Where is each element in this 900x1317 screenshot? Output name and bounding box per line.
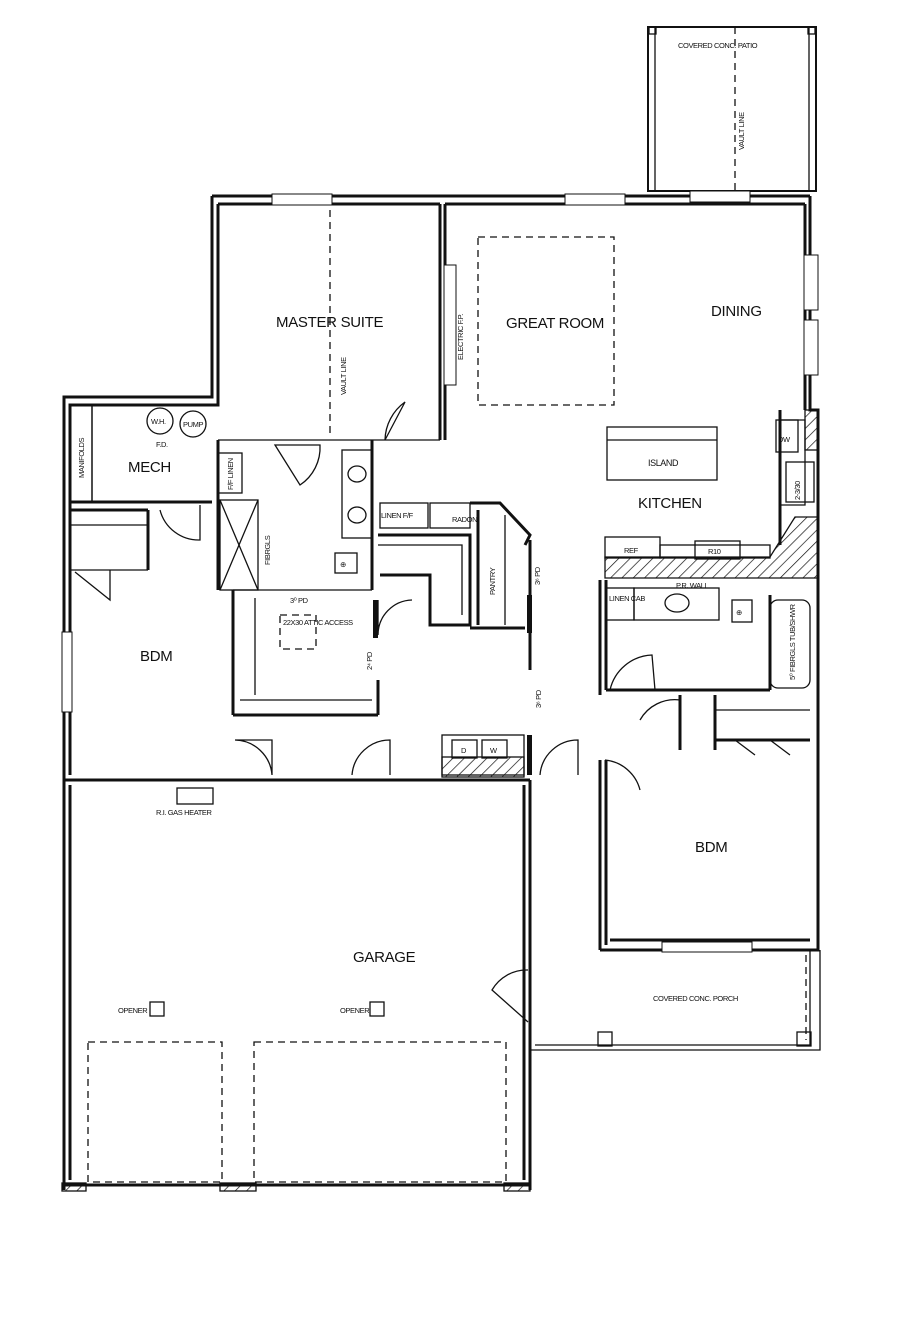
manifolds-label: MANIFOLDS	[77, 437, 86, 478]
dining-label: DINING	[711, 303, 762, 320]
master-vault-label: VAULT LINE	[339, 357, 348, 395]
tub-label: 5⁰ FIBRGLS TUB/SHWR	[788, 603, 797, 680]
wh-label: W.H.	[151, 417, 166, 426]
kitchen: ISLAND KITCHEN DW 2-3/30 REF R10 P.R. WA…	[604, 409, 819, 590]
master-suite: MASTER SUITE VAULT LINE ELECTRIC F.P.	[218, 204, 465, 486]
radon-label: RADON	[452, 515, 477, 524]
w-box-label: W	[490, 746, 498, 755]
svg-text:⊕: ⊕	[736, 608, 742, 617]
dw2-label: 2-3/30	[793, 481, 802, 500]
garage: R.I. GAS HEATER GARAGE OPENER OPENER	[61, 780, 532, 1192]
pd-24-label: 2⁴ PD	[365, 651, 374, 670]
great-room: GREAT ROOM DINING	[477, 236, 762, 406]
pump-label: PUMP	[183, 420, 203, 429]
bdm-right-label: BDM	[695, 839, 727, 856]
ff-linen-left-label: F/F LINEN	[226, 458, 235, 490]
dw-label: DW	[778, 435, 791, 444]
r10-label: R10	[708, 547, 721, 556]
ref-label: REF	[624, 546, 639, 555]
patio-vault-label: VAULT LINE	[737, 112, 746, 150]
electric-fp-label: ELECTRIC F.P.	[456, 314, 465, 360]
pd-36-upper-label: 3⁶ PD	[533, 566, 542, 585]
bedroom-left: BDM	[70, 508, 391, 776]
mech-room: MANIFOLDS W.H. PUMP F.D. MECH	[69, 404, 212, 541]
exterior-walls	[61, 190, 820, 953]
pantry-area: LINEN F/F RADON PANTRY 3⁶ PD	[378, 501, 542, 670]
hall-bath: LINEN CAB ⊕ 5⁰ FIBRGLS TUB/SHWR	[598, 580, 811, 695]
attic-access-label: 22X30 ATTIC ACCESS	[283, 618, 353, 627]
center-bath: F/F LINEN FIBRGLS ⊕ 22X30 ATTIC ACCESS 3…	[216, 440, 413, 717]
pd-36-lower-label: 3⁶ PD	[534, 689, 543, 708]
kitchen-label: KITCHEN	[638, 495, 702, 512]
laundry: D W 3⁶ PD	[441, 689, 579, 778]
fibrgls-left-label: FIBRGLS	[263, 535, 272, 565]
pr-wall-label: P.R. WALL	[676, 581, 708, 590]
linen-cab-label: LINEN CAB	[609, 594, 645, 603]
covered-patio: COVERED CONC. PATIO VAULT LINE	[647, 26, 817, 192]
porch-label: COVERED CONC. PORCH	[653, 994, 738, 1003]
master-suite-label: MASTER SUITE	[276, 314, 384, 331]
bdm-left-label: BDM	[140, 648, 172, 665]
mech-label: MECH	[128, 459, 171, 476]
bedroom-right: BDM	[604, 695, 810, 856]
pd-30-label: 3⁰ PD	[290, 596, 309, 605]
opener-2-label: OPENER	[340, 1006, 370, 1015]
garage-label: GARAGE	[353, 949, 416, 966]
island-label: ISLAND	[648, 458, 679, 468]
linen-ff-label: LINEN F/F	[381, 511, 414, 520]
pantry-label: PANTRY	[488, 567, 497, 595]
patio-label: COVERED CONC. PATIO	[678, 41, 758, 50]
fd-label: F.D.	[156, 440, 168, 449]
great-room-label: GREAT ROOM	[506, 315, 604, 332]
opener-1-label: OPENER	[118, 1006, 148, 1015]
d-box-label: D	[461, 746, 467, 755]
covered-porch: COVERED CONC. PORCH	[530, 950, 821, 1051]
gas-heater-label: R.I. GAS HEATER	[156, 808, 213, 817]
svg-text:⊕: ⊕	[340, 560, 346, 569]
